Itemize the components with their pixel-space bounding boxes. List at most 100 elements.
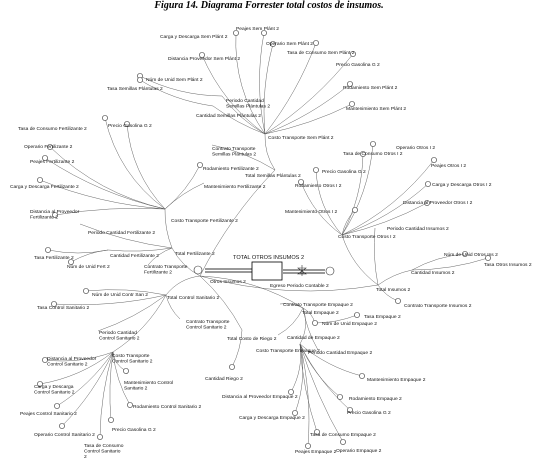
connector-consumo_semillas-to-transporte_semillas [264,42,317,135]
flow-arrows [205,268,325,274]
connector-total_control-to-otros_insumos [165,275,201,296]
node-tasa-semillas-icon [137,77,143,83]
label-carga-fert: Carga y Descarga Fertilizante 2 [10,184,79,190]
label-num-unid-otros: Núm de Unid Otros Ins 2 [444,252,498,258]
connector-mantenimiento_fert-to-transporte_fert [164,182,205,210]
node-tasa-control-icon [51,301,57,307]
connector-carga_otros-to-transporte_otros [341,183,429,236]
label-periodo-otros: Periodo Cantidad Insumos 2 [387,226,449,232]
node-contrato-otros-icon [395,298,401,304]
label-operario-control: Operario Control Sanitario 2 [34,432,95,438]
connector-consumo_control-to-transporte_control [99,351,114,438]
label-mantenimiento-otros: Mantenimiento Otros I 2 [285,209,337,215]
connector-carga_control-to-transporte_control [39,351,114,385]
connector-consumo_otros-to-transporte_otros [341,153,364,236]
label-transporte-fert: Costo Transporte Fertilizante 2 [171,218,238,224]
connector-tasa_semillas-to-cantidad_semillas [139,79,214,107]
label-gasolina-control: Precio Gasolina G 2 [112,427,156,433]
label-carga-otros: Carga y Descarga Otros I 2 [432,182,492,188]
sink-cloud [325,266,335,276]
connector-transporte_otros-to-total_insumos [341,234,379,286]
node-gasolina-empaque-icon [347,407,353,413]
connector-peajes_empaque-to-transporte_empaque [299,343,310,447]
label-mantenimiento-fert: Mantenimiento Fertilizante 2 [204,184,266,190]
label-rodamiento-empaque: Rodamiento Empaque 2 [349,396,402,402]
connector-gasolina_otros-to-transporte_otros [315,169,343,236]
node-num-unid-control-icon [83,288,89,294]
label-rodamiento-control: Rodamiento Control Sanitario 2 [133,404,202,410]
node-consumo-semillas-icon [313,40,319,46]
connector-num_unid_semillas-to-periodo_semillas [139,75,223,97]
node-peajes-semillas-icon [261,30,267,36]
connector-distancia_fert-to-transporte_fert [54,208,166,216]
connector-tasa_otros-to-cantidad_otros [411,257,489,271]
label-carga-semillas: Carga y Descarga Sem Plánt 2 [160,34,228,40]
label-consumo-semillas: Tasa de Consumo Sem Plánt 2 [287,50,355,56]
flow-label: Egreso Periodo Contable 2 [270,283,329,289]
connector-distancia_semillas-to-transporte_semillas [201,54,266,135]
connector-total_insumos-to-otros_insumos [199,275,379,292]
flow-valve-icon [297,265,307,276]
label-gasolina-fert: Precio Gasolina G 2 [108,123,152,129]
node-carga-otros-icon [425,181,431,187]
node-mantenimiento-otros-icon [352,207,358,213]
node-distancia-otros-icon [424,200,430,206]
connector-gasolina_empaque-to-transporte_empaque [299,343,351,411]
label-carga-empaque: Carga y Descarga Empaque 2 [239,415,305,421]
node-carga-control-icon [37,381,43,387]
label-cantidad-empaque: Cantidad de Empaque 2 [287,335,340,341]
connector-peajes_semillas-to-transporte_semillas [259,32,266,135]
connector-rodamiento_otros-to-transporte_otros [300,181,343,236]
label-tasa-empaque: Tasa Empaque 2 [364,314,401,320]
connector-cantidad_empaque-to-total_empaque [277,307,304,336]
diagram-nodes [37,30,491,449]
flow-pipe [193,265,335,276]
connector-operario_empaque-to-transporte_empaque [299,343,344,443]
label-cantidad-riego: Cantidad Riego 2 [205,376,243,382]
connector-contrato_semillas-to-total_semillas [211,144,276,171]
connector-tasa_empaque-to-num_unid_empaque [314,314,358,324]
label-total-semillas: Total Semillas Plántulas 2 [245,173,301,179]
label-peajes-fert: Peajes Fertilizante 2 [30,159,75,165]
connector-distancia_control-to-transporte_control [44,351,114,362]
connector-carga_fert-to-transporte_fert [39,179,166,210]
label-consumo-empaque: Tasa de Consumo Empaque 2 [310,432,376,438]
connector-links [39,32,489,447]
node-consumo-fert-icon [102,115,108,121]
node-distancia-fert-icon [52,212,58,218]
connector-contrato_fert-to-total_fert [147,247,173,266]
label-peajes-control: Peajes Control Sanitario 2 [20,411,77,417]
connector-carga_semillas-to-transporte_semillas [235,32,266,135]
connector-consumo_empaque-to-transporte_empaque [299,343,318,433]
connector-contrato_control-to-total_control [165,294,181,320]
label-gasolina-semillas: Precio Gasolina G 2 [336,62,380,68]
label-rodamiento-semillas: Rodamiento Sem Plánt 2 [343,85,398,91]
connector-cantidad_semillas-to-transporte_semillas [212,105,266,135]
node-rodamiento-control-icon [127,402,133,408]
label-consumo-fert: Tasa de Consumo Fertilizante 2 [18,126,87,132]
connector-cantidad_otros-to-total_insumos [377,269,413,286]
node-distancia-semillas-icon [199,52,205,58]
source-cloud [193,265,203,275]
node-rodamiento-empaque-icon [337,394,343,400]
node-tasa-otros-icon [485,255,491,261]
node-tasa-empaque-icon [354,312,360,318]
connector-tasa_control-to-total_control [53,294,167,305]
node-peajes-empaque-icon [305,443,311,449]
connector-num_unid_control-to-total_control [85,289,167,296]
connector-periodo_control-to-total_control [97,294,167,332]
node-peajes-otros-icon [431,157,437,163]
node-gasolina-semillas-icon [350,51,356,57]
label-total-control: Total Control Sanitario 2 [167,295,219,301]
node-operario-empaque-icon [340,439,346,445]
label-operario-fert: Operario Fertilizante 2 [24,144,73,150]
label-total-riego: Total Costo de Riego 2 [227,336,277,342]
label-operario-semillas: Operario Sem Plánt 2 [266,41,313,47]
label-num-unid-empaque: Núm de Unid Empaque 2 [322,321,377,327]
